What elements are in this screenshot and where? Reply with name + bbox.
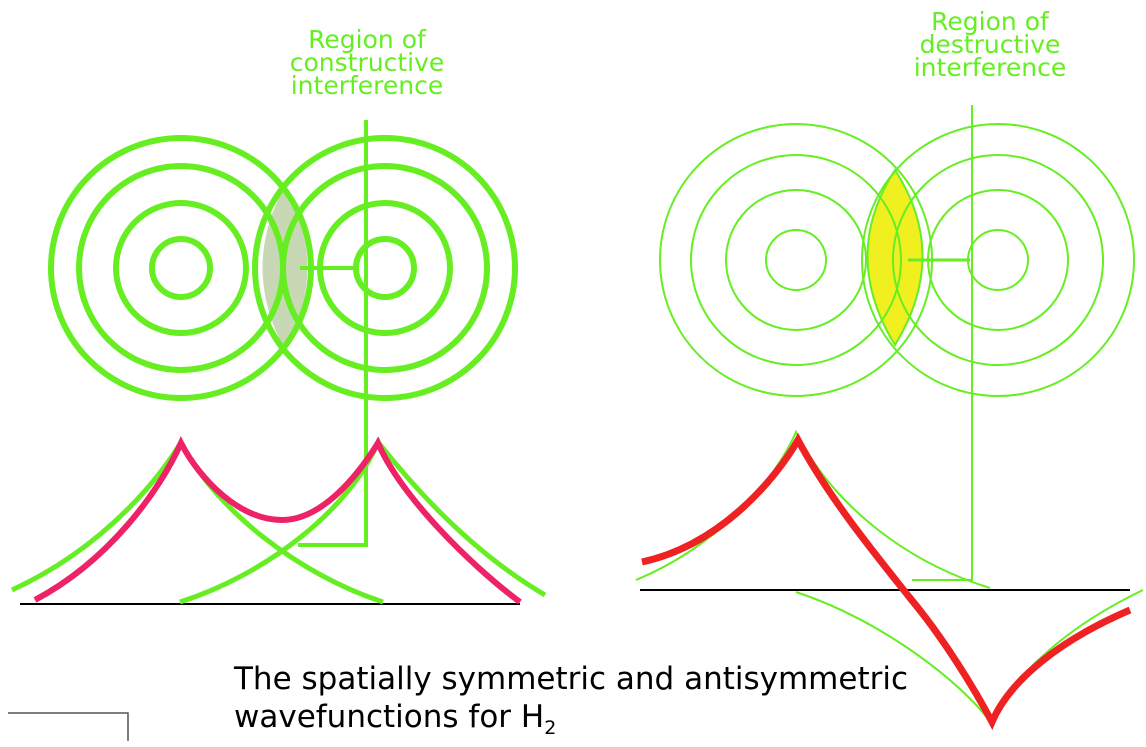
destructive-label-line-3: interference [913,53,1067,82]
constructive-label-line-1: Region of [308,25,426,54]
left-panel [10,120,547,605]
constructive-leader-line [298,120,368,547]
right-component-wave-upper [635,429,991,589]
destructive-leader-line [912,105,973,581]
partial-frame [8,712,129,741]
constructive-label-line-3: interference [290,71,444,100]
caption: The spatially symmetric and antisymmetri… [234,660,908,747]
destructive-label-line-2: destructive [919,30,1061,59]
caption-subscript: 2 [544,717,557,740]
caption-line-2: wavefunctions for H2 [234,698,908,747]
caption-line-1: The spatially symmetric and antisymmetri… [234,661,909,697]
caption-line-2-text: wavefunctions for H [234,699,545,735]
destructive-overlap-region [866,168,924,347]
symmetric-combined-wave [33,436,522,605]
destructive-interference-label: Region of destructive interference [900,7,1080,82]
right-panel [635,105,1144,731]
antisymmetric-combined-wave [641,432,1132,731]
constructive-interference-label: Region of constructive interference [282,25,452,100]
constructive-label-line-2: constructive [289,48,445,77]
destructive-label-line-1: Region of [931,7,1049,36]
